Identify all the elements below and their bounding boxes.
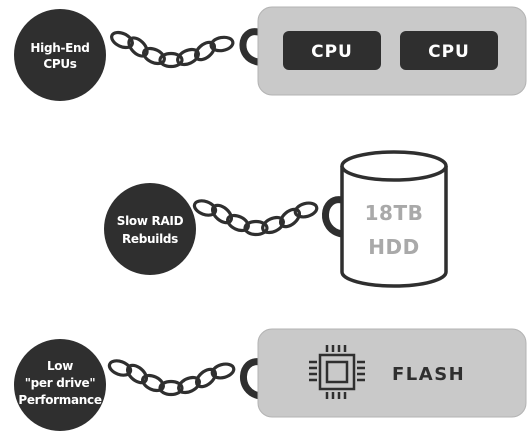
ball-label-line: CPUs [43,57,76,71]
flash-box: FLASH [257,328,527,418]
shackle-2 [322,196,346,238]
ball-label-line: Performance [18,393,101,407]
cpu-box: CPU CPU [257,6,527,96]
hdd-label-line: 18TB [365,201,424,225]
ball-label-line: "per drive" [25,376,96,390]
hdd-label-line: HDD [368,235,419,259]
cpu-chip-label: CPU [311,42,353,62]
chain-3 [107,359,236,397]
ball-label-line: Slow RAID [117,214,184,228]
ball-low-per-drive-performance: Low "per drive" Performance [14,339,106,431]
hdd-cylinder: 18TB HDD [340,150,448,288]
row-cpu: High-End CPUs CPU CPU [14,6,527,101]
cpu-chip: CPU [400,31,498,70]
flash-label: FLASH [392,364,465,385]
chip-icon [309,345,365,399]
chain-1 [110,30,235,69]
shackle-1 [239,28,262,66]
ball-label-line: Rebuilds [122,232,178,246]
row-hdd: Slow RAID Rebuilds 18TB HDD [104,150,448,288]
ball-slow-raid-rebuilds: Slow RAID Rebuilds [104,183,196,275]
ball-label-line: High-End [30,41,89,55]
chain-2 [192,199,319,237]
shackle-3 [240,358,264,400]
ball-label-line: Low [47,359,73,373]
row-flash: Low "per drive" Performance [14,328,527,431]
cpu-chip-label: CPU [428,42,470,62]
ball-high-end-cpus: High-End CPUs [14,9,106,101]
cpu-chip: CPU [283,31,381,70]
